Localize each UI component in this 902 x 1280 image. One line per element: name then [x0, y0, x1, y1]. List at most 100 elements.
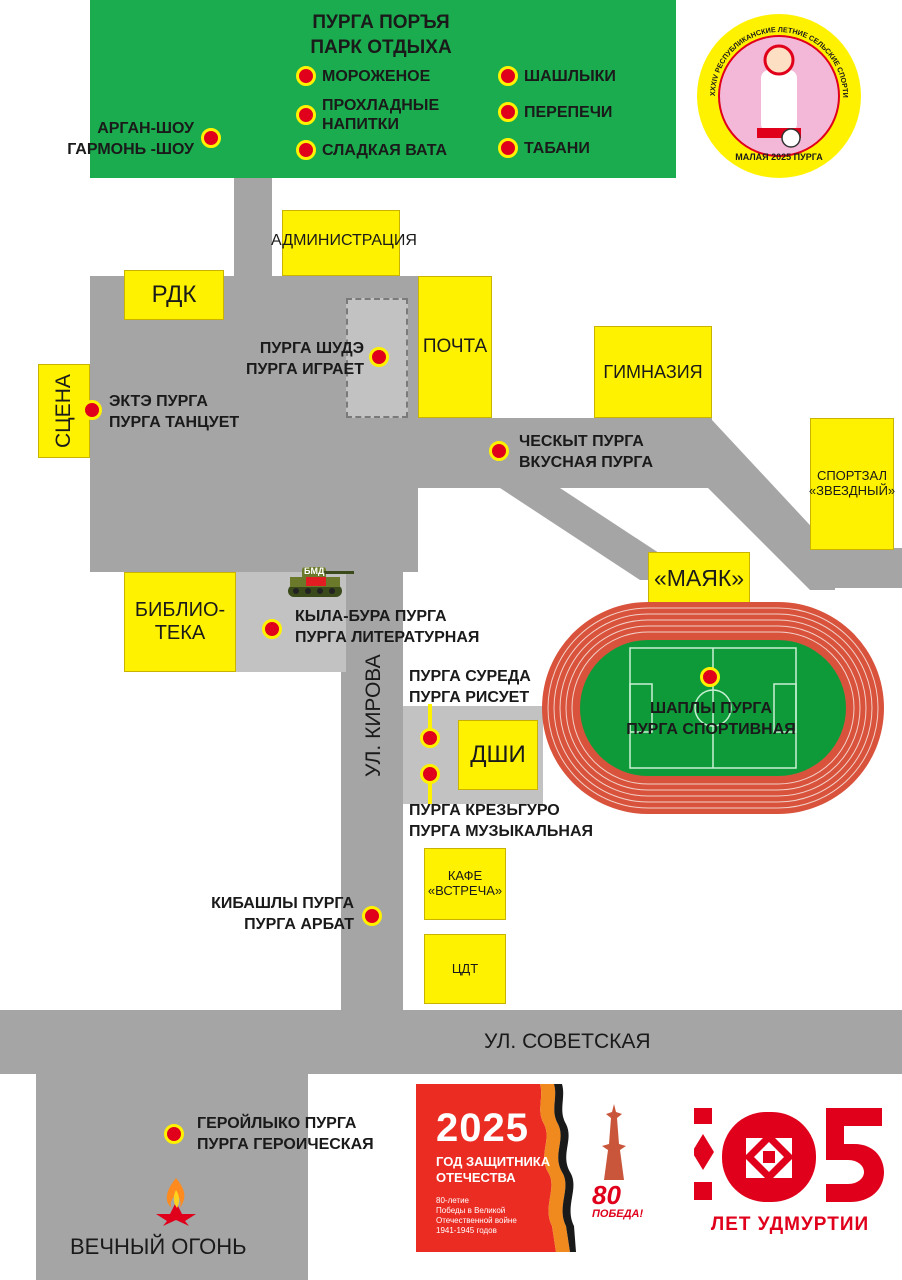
label-line: ПУРГА АРБАТ	[244, 916, 354, 933]
banner-line1: ГОД ЗАЩИТНИКА	[436, 1154, 551, 1169]
building-library[interactable]: БИБЛИО- ТЕКА	[124, 572, 236, 672]
park-item-icecream[interactable]: МОРОЖЕНОЕ	[296, 66, 430, 86]
park-item-drinks[interactable]: ПРОХЛАДНЫЕ НАПИТКИ	[296, 96, 466, 134]
point-argan-label: АРГАН-ШОУ ГАРМОНЬ -ШОУ	[60, 118, 194, 160]
road-sport-diagonal	[822, 548, 902, 588]
building-rdk[interactable]: РДК	[124, 270, 224, 320]
sportzal-line1: СПОРТЗАЛ	[816, 468, 888, 484]
road-north-vertical	[234, 178, 272, 280]
label-line: ПУРГА РИСУЕТ	[409, 689, 530, 706]
building-stage[interactable]: СЦЕНА	[38, 364, 90, 458]
track-lanes	[547, 607, 879, 809]
park-item-shashlik[interactable]: ШАШЛЫКИ	[498, 66, 616, 86]
building-gymnasium[interactable]: ГИМНАЗИЯ	[594, 326, 712, 418]
banner-defender: 2025 ГОД ЗАЩИТНИКА ОТЕЧЕСТВА 80-летие По…	[416, 1084, 660, 1252]
label-line: ЧЕСКЫТ ПУРГА	[519, 433, 644, 450]
building-sportzal[interactable]: СПОРТЗАЛ «ЗВЕЗДНЫЙ»	[808, 418, 896, 550]
label-line: ПУРГА ТАНЦУЕТ	[109, 414, 240, 431]
sureda-connector	[428, 704, 432, 734]
point-ekte-label: ЭКТЭ ПУРГА ПУРГА ТАНЦУЕТ	[109, 391, 239, 433]
point-kibashly-marker[interactable]	[362, 906, 382, 926]
udmurtia-caption: ЛЕТ УДМУРТИИ	[710, 1214, 870, 1235]
label-line: ПУРГА ШУДЭ	[259, 340, 364, 357]
banner-line2: ОТЕЧЕСТВА	[436, 1170, 516, 1185]
label-line: ПУРГА МУЗЫКАЛЬНАЯ	[409, 823, 594, 840]
point-cheskyt-marker[interactable]	[489, 441, 509, 461]
stadium[interactable]	[540, 600, 886, 816]
eternal-flame-label: ВЕЧНЫЙ ОГОНЬ	[70, 1234, 247, 1259]
tank-icon	[288, 567, 354, 597]
tank-label: БМД	[304, 566, 325, 576]
point-cheskyt-label: ЧЕСКЫТ ПУРГА ВКУСНАЯ ПУРГА	[519, 431, 653, 473]
banner-defender-bg	[416, 1084, 626, 1252]
point-ekte-marker[interactable]	[82, 400, 102, 420]
banner-small-line: 1941-1945 годов	[436, 1226, 497, 1235]
stage-label: СЦЕНА	[51, 374, 75, 448]
label-line: ГЕРОЙЛЫКО ПУРГА	[197, 1115, 357, 1132]
games-logo-bottom: МАЛАЯ 2025 ПУРГА	[735, 152, 823, 162]
building-cdt[interactable]: ЦДТ	[424, 934, 506, 1004]
building-dshi[interactable]: ДШИ	[458, 720, 538, 790]
park-item-cotton-candy[interactable]: СЛАДКАЯ ВАТА	[296, 140, 447, 160]
street-name: УЛ. КИРОВА	[362, 654, 385, 777]
park-title-line2: ПАРК ОТДЫХА	[310, 37, 452, 58]
park-item-label: МОРОЖЕНОЕ	[322, 67, 431, 85]
park-item-label: ТАБАНИ	[524, 139, 590, 157]
krez-connector	[428, 782, 432, 804]
point-geroy-label: ГЕРОЙЛЫКО ПУРГА ПУРГА ГЕРОИЧЕСКАЯ	[197, 1113, 374, 1155]
building-cafe[interactable]: КАФЕ «ВСТРЕЧА»	[424, 848, 506, 920]
label-line: АРГАН-ШОУ	[97, 120, 194, 137]
label-line: ВКУСНАЯ ПУРГА	[519, 454, 654, 471]
banner-small-line: 80-летие	[436, 1196, 469, 1205]
park-area	[90, 0, 676, 178]
point-sureda-marker[interactable]	[420, 728, 440, 748]
park-title: ПУРГА ПОРЪЯ ПАРК ОТДЫХА	[250, 10, 512, 60]
building-administration[interactable]	[282, 210, 400, 276]
banner-small-line: Победы в Великой	[436, 1206, 506, 1215]
point-argan-marker[interactable]	[201, 128, 221, 148]
eternal-flame-icon	[156, 1178, 196, 1226]
building-post[interactable]: ПОЧТА	[418, 276, 492, 418]
marker-icon	[296, 140, 316, 160]
point-shude-label: ПУРГА ШУДЭ ПУРГА ИГРАЕТ	[218, 338, 364, 380]
marker-icon	[498, 66, 518, 86]
point-kyla-label: КЫЛА-БУРА ПУРГА ПУРГА ЛИТЕРАТУРНАЯ	[295, 606, 479, 648]
library-line1: БИБЛИО-	[134, 599, 226, 621]
administration-label: АДМИНИСТРАЦИЯ	[271, 232, 417, 249]
cafe-line2: «ВСТРЕЧА»	[427, 883, 503, 898]
svg-text:XXXIV РЕСПУБЛИКАНСКИЕ ЛЕТНИЕ С: XXXIV РЕСПУБЛИКАНСКИЕ ЛЕТНИЕ СЕЛЬСКИЕ СП…	[695, 12, 850, 98]
label-line: ЭКТЭ ПУРГА	[109, 393, 208, 410]
park-item-label: ПРОХЛАДНЫЕ НАПИТКИ	[322, 97, 440, 133]
point-sureda-label: ПУРГА СУРЕДА ПУРГА РИСУЕТ	[409, 666, 531, 708]
label-line: ПУРГА КРЕЗЬГУРО	[409, 802, 560, 819]
point-krez-label: ПУРГА КРЕЗЬГУРО ПУРГА МУЗЫКАЛЬНАЯ	[409, 800, 593, 842]
building-mayak[interactable]: «МАЯК»	[648, 552, 750, 604]
label-line: ПУРГА СУРЕДА	[409, 668, 531, 685]
point-krez-marker[interactable]	[420, 764, 440, 784]
road-east	[410, 418, 712, 488]
road-kirova	[341, 560, 403, 1020]
logo-number-mark	[763, 1151, 775, 1163]
label-line: ПУРГА СПОРТИВНАЯ	[626, 721, 796, 738]
point-geroy-marker[interactable]	[164, 1124, 184, 1144]
sportzal-line2: «ЗВЕЗДНЫЙ»	[808, 483, 896, 498]
point-shude-marker[interactable]	[369, 347, 389, 367]
library-line2: ТЕКА	[154, 622, 206, 644]
park-title-line1: ПУРГА ПОРЪЯ	[312, 12, 450, 33]
marker-icon	[296, 105, 316, 125]
marker-icon	[498, 102, 518, 122]
point-shaply-marker[interactable]	[700, 667, 720, 687]
label-line: ПУРГА ИГРАЕТ	[245, 361, 364, 378]
park-item-perepechi[interactable]: ПЕРЕПЕЧИ	[498, 102, 612, 122]
label-line: ГАРМОНЬ -ШОУ	[67, 141, 194, 158]
marker-icon	[296, 66, 316, 86]
label-line: КЫЛА-БУРА ПУРГА	[295, 608, 447, 625]
banner-year: 2025	[436, 1106, 529, 1150]
cafe-line1: КАФЕ	[447, 868, 483, 884]
park-item-label: ШАШЛЫКИ	[524, 67, 616, 85]
park-item-label: ПЕРЕПЕЧИ	[524, 103, 613, 121]
games-logo-emblem	[697, 14, 861, 178]
park-item-tabani[interactable]: ТАБАНИ	[498, 138, 590, 158]
point-kyla-marker[interactable]	[262, 619, 282, 639]
road-diagonal-sportzal	[690, 420, 835, 590]
